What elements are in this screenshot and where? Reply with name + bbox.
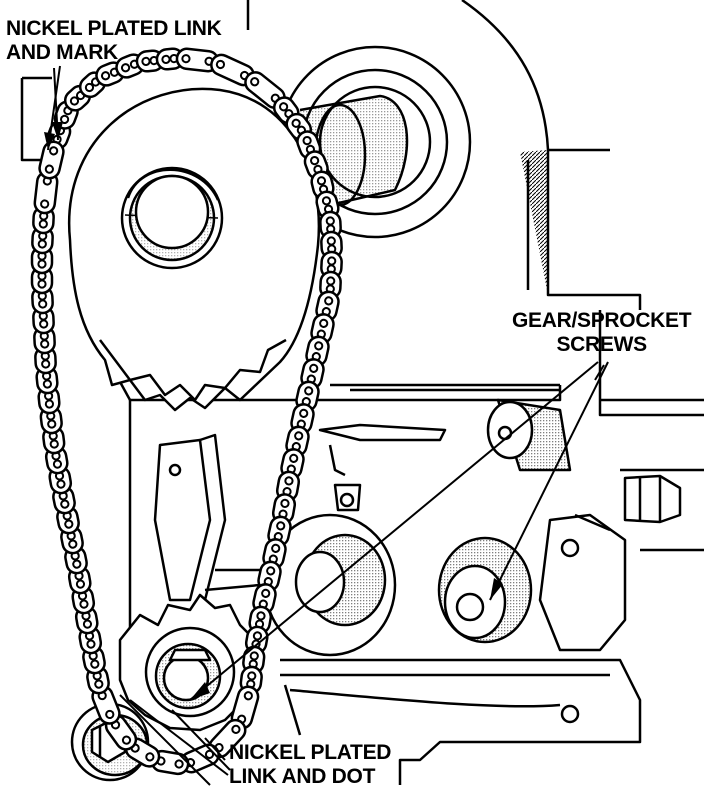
callout-nickel-plated-link-and-dot: NICKEL PLATED LINK AND DOT: [229, 741, 391, 789]
callout-bottom-line-1: NICKEL PLATED: [229, 741, 392, 764]
callout-right-line-1: GEAR/SPROCKET: [512, 309, 692, 332]
camshaft-sprocket: [67, 87, 321, 412]
callout-top-line-2: AND MARK: [6, 41, 118, 64]
chain-link: [319, 210, 342, 240]
crank-bolt: [70, 702, 150, 782]
chain-link: [208, 718, 247, 759]
callout-top-line-1: NICKEL PLATED LINK: [6, 17, 222, 40]
callout-gear-sprocket-screws: GEAR/SPROCKET SCREWS: [512, 309, 692, 357]
arrowheads: [44, 122, 503, 700]
chain-link: [31, 285, 54, 315]
chain-link: [38, 140, 65, 180]
leader-lines: [47, 65, 609, 786]
chain-link: [155, 47, 185, 71]
timing-chain: [30, 47, 343, 776]
chain-link: [33, 170, 59, 215]
callout-nickel-plated-link-and-mark: NICKEL PLATED LINK AND MARK: [6, 17, 222, 65]
callout-bottom-line-2: LINK AND DOT: [229, 765, 376, 788]
crankshaft-sprocket: [118, 593, 260, 732]
chain-link: [34, 345, 57, 375]
chain-link: [31, 225, 54, 255]
callout-right-line-2: SCREWS: [556, 333, 647, 356]
chain-link: [30, 245, 54, 275]
